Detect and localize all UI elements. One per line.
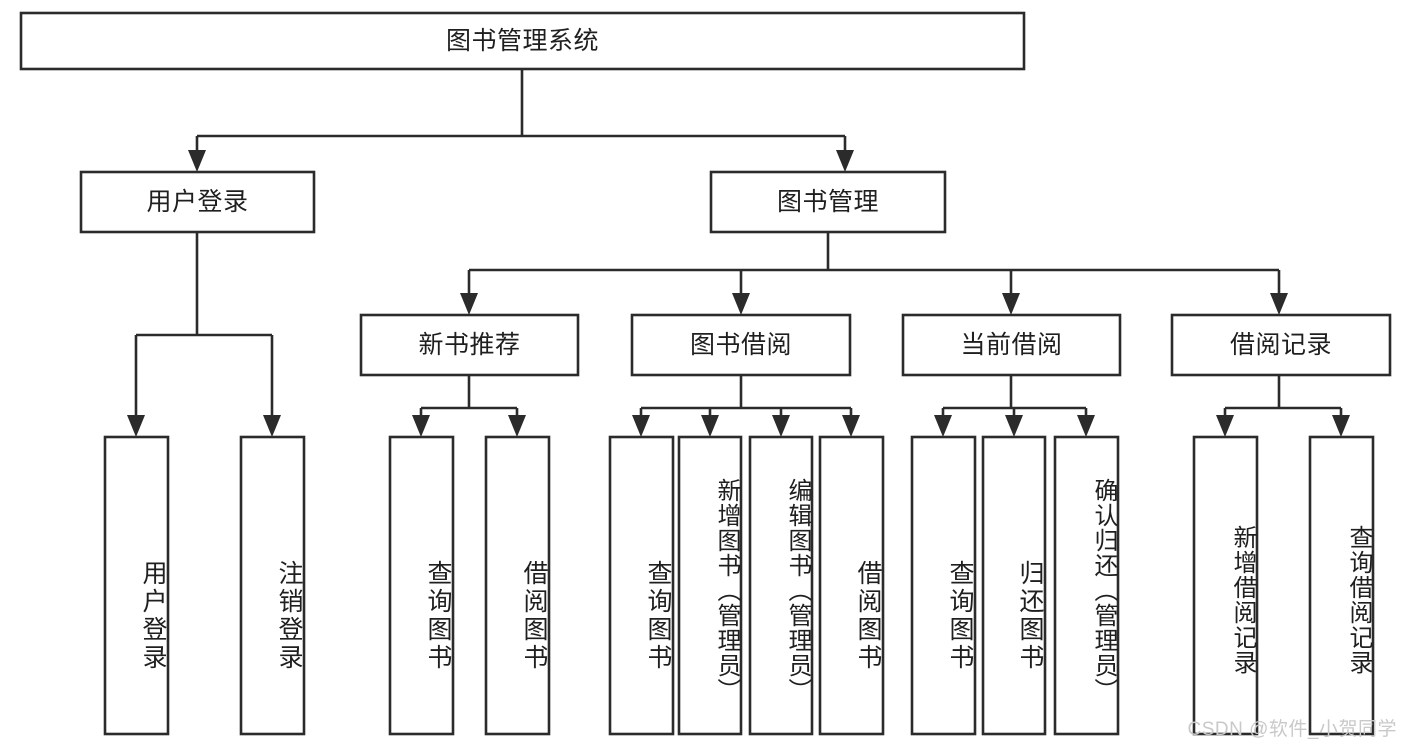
connector-borrowrecord-to-leaves: [1216, 375, 1350, 437]
leaf-new-book-0[interactable]: [388, 435, 455, 736]
leaf-book-borrow-1[interactable]: [677, 435, 743, 736]
connector-userlogin-to-leaves: [127, 232, 281, 437]
leaf-current-borrow-0[interactable]: [910, 435, 977, 736]
leaf-borrow-record-0[interactable]: [1192, 435, 1259, 736]
connector-newbook-to-leaves: [412, 375, 526, 437]
node-new-book-recommend[interactable]: [359, 313, 580, 377]
leaf-current-borrow-1[interactable]: [981, 435, 1047, 736]
leaf-book-borrow-2[interactable]: [748, 435, 814, 736]
leaf-book-borrow-3[interactable]: [818, 435, 885, 736]
connector-currentborrow-to-leaves: [934, 375, 1095, 437]
leaf-user-login-0[interactable]: [103, 435, 170, 736]
connector-root-to-level2: [188, 69, 854, 172]
connector-bookborrow-to-leaves: [632, 375, 860, 437]
leaf-user-login-1[interactable]: [239, 435, 306, 736]
leaf-borrow-record-1[interactable]: [1308, 435, 1375, 736]
node-current-borrow[interactable]: [901, 313, 1122, 377]
leaf-book-borrow-0[interactable]: [608, 435, 675, 736]
leaf-current-borrow-2[interactable]: [1053, 435, 1120, 736]
watermark-text: CSDN @软件_小贺同学: [1187, 719, 1397, 740]
node-book-management[interactable]: [709, 170, 947, 234]
node-borrow-record[interactable]: [1170, 313, 1392, 377]
node-user-login[interactable]: [79, 170, 316, 234]
leaf-new-book-1[interactable]: [484, 435, 551, 736]
node-book-borrow[interactable]: [630, 313, 852, 377]
node-root[interactable]: [19, 11, 1026, 71]
connector-bookmgmt-to-level3: [460, 232, 1288, 315]
